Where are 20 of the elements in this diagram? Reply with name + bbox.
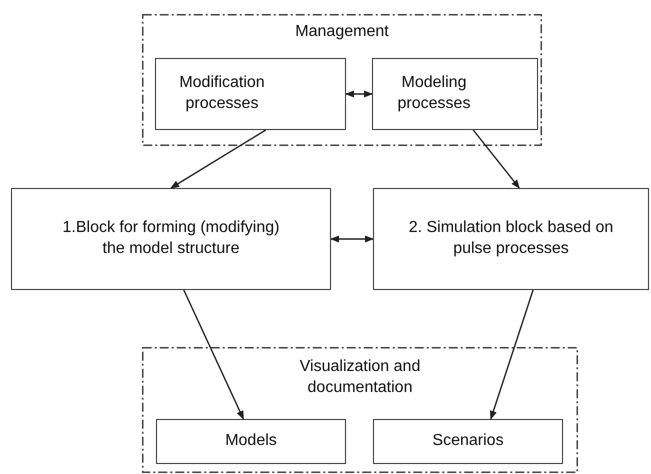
arrow (490, 290, 534, 420)
group-title: Visualization and documentation (298, 357, 422, 398)
group-title: Management (294, 22, 390, 42)
box-label: 1.Block for forming (modifying) the model structure (62, 218, 280, 259)
group-frame (142, 14, 542, 146)
box-label: 2. Simulation block based on pulse processes (408, 218, 614, 259)
box-label: Modification processes (178, 73, 266, 114)
process-box (156, 419, 346, 464)
process-box (155, 58, 346, 130)
box-label: Modeling processes (396, 73, 472, 114)
process-box (372, 58, 538, 130)
box-label: Models (224, 431, 278, 452)
box-label: Scenarios (431, 431, 505, 452)
arrow (345, 90, 373, 98)
process-box (11, 188, 331, 290)
process-box (373, 419, 563, 464)
arrow (183, 290, 244, 420)
process-box (373, 188, 649, 290)
arrow (330, 235, 374, 243)
group-frame (142, 347, 578, 473)
